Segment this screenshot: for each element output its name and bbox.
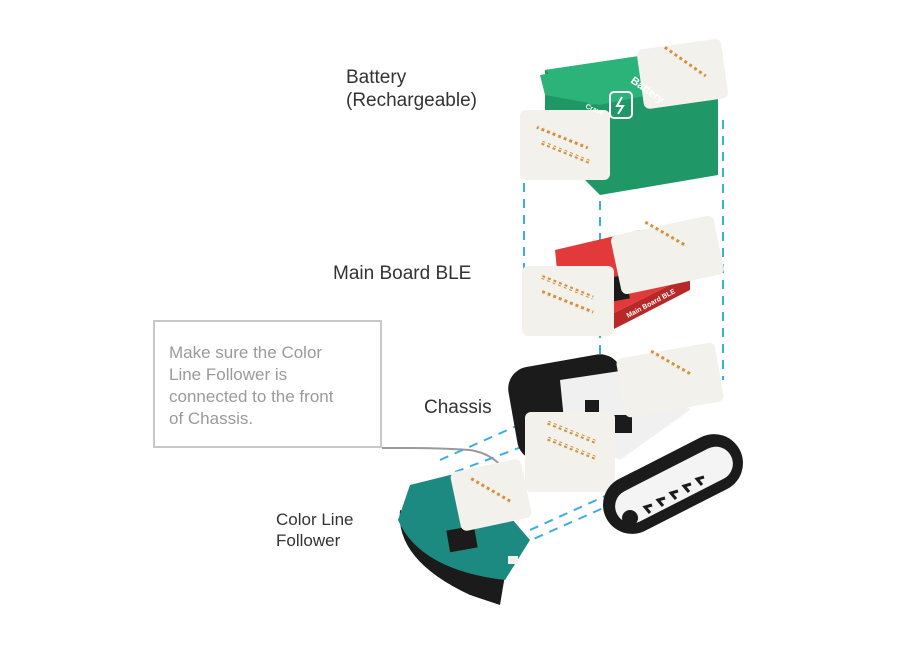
color-line-follower-module: Follower — [398, 459, 532, 605]
battery-charge-icon — [609, 91, 633, 119]
battery-label-line2: (Rechargeable) — [346, 90, 477, 111]
follower-label: Color Line Follower — [276, 509, 354, 551]
note-line: Line Follower is — [169, 365, 288, 384]
note-line: of Chassis. — [169, 409, 254, 428]
battery-label: Battery (Rechargeable) — [346, 66, 477, 112]
note-line: connected to the front — [169, 387, 334, 406]
chassis-module — [508, 342, 743, 534]
guide-line — [529, 492, 613, 531]
battery-label-line1: Battery — [346, 67, 407, 88]
follower-label-line1: Color Line — [276, 510, 354, 529]
battery-module: Battery Crave — [520, 39, 728, 195]
note-text: Make sure the Color Line Follower is con… — [169, 342, 333, 430]
note-line: Make sure the Color — [169, 343, 323, 362]
main-board-label: Main Board BLE — [333, 263, 472, 284]
main-board-module: Main Board BLE — [522, 215, 724, 336]
track-logo-icon — [622, 510, 638, 526]
follower-label-line2: Follower — [276, 531, 341, 550]
track-chevrons — [642, 475, 705, 514]
chassis-label: Chassis — [424, 397, 492, 418]
note-box: Make sure the Color Line Follower is con… — [153, 320, 382, 448]
guide-line — [519, 504, 611, 546]
